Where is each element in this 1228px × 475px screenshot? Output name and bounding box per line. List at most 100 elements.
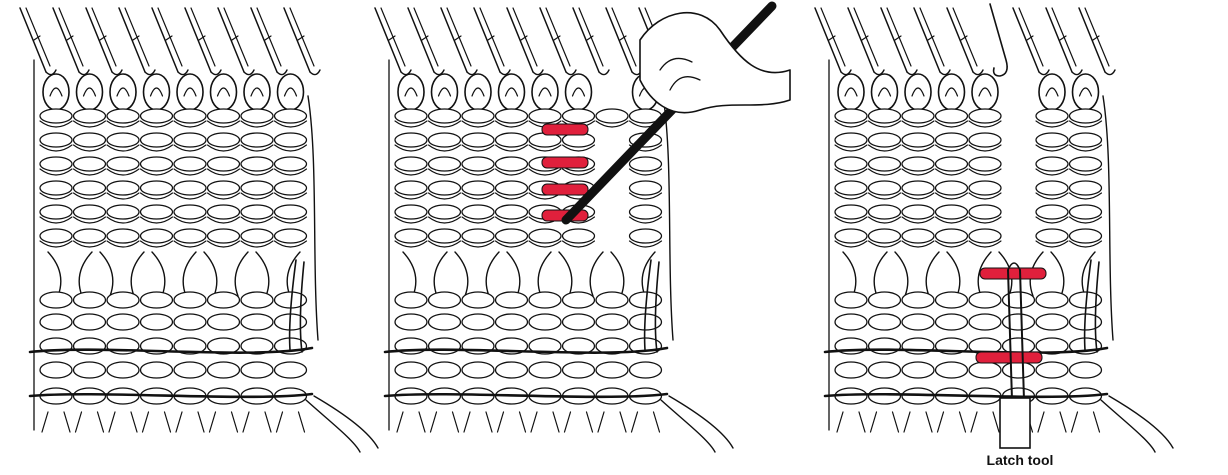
stitch	[496, 292, 528, 308]
stitch	[107, 292, 139, 308]
needle-bed	[20, 8, 320, 75]
stitch	[141, 109, 173, 123]
stitch	[1036, 109, 1068, 123]
stitch	[74, 292, 106, 308]
stitch	[241, 292, 273, 308]
stitch	[902, 133, 934, 147]
needle	[441, 8, 467, 72]
stitch	[74, 338, 106, 354]
stitch	[208, 314, 240, 330]
fringe	[1038, 412, 1044, 432]
needle	[848, 8, 874, 72]
carriage-yarn	[655, 262, 659, 352]
tuck-area	[403, 252, 655, 296]
stitch	[496, 229, 528, 243]
needle-bed	[815, 4, 1115, 76]
tuck-strand	[874, 252, 887, 296]
needle	[606, 8, 632, 72]
loop	[110, 74, 136, 110]
stitch	[1070, 229, 1102, 243]
selvedge	[1103, 96, 1113, 340]
needle	[53, 8, 79, 72]
stitch	[395, 109, 427, 123]
tuck-strand	[507, 252, 520, 296]
stitch	[869, 292, 901, 308]
fringe	[243, 412, 249, 432]
stitch	[275, 157, 307, 171]
stitch	[241, 181, 273, 195]
stitch	[74, 229, 106, 243]
stitch	[869, 229, 901, 243]
stitch	[902, 181, 934, 195]
loop	[432, 74, 458, 110]
stitch	[630, 181, 662, 195]
loop	[972, 74, 998, 110]
loop	[838, 74, 864, 110]
needle	[507, 8, 533, 72]
stitch	[969, 292, 1001, 308]
stitch	[1036, 314, 1068, 330]
loop	[211, 74, 237, 110]
stitch	[74, 109, 106, 123]
stitch	[835, 362, 867, 378]
stitch	[107, 229, 139, 243]
stitch	[1070, 157, 1102, 171]
stitch	[835, 157, 867, 171]
stitch	[1036, 205, 1068, 219]
stitch	[496, 314, 528, 330]
tuck-area	[48, 252, 300, 296]
tuck-strand	[895, 252, 908, 296]
stitch	[1070, 205, 1102, 219]
stitch	[174, 362, 206, 378]
stitch	[40, 314, 72, 330]
stitch	[529, 292, 561, 308]
needle-hook	[277, 70, 287, 75]
stitch	[1036, 229, 1068, 243]
loop	[1039, 74, 1065, 110]
tuck-strand	[486, 252, 499, 296]
stitch	[141, 229, 173, 243]
loop	[465, 74, 491, 110]
stitch	[395, 157, 427, 171]
yarn-tail	[669, 396, 733, 448]
stitch	[208, 292, 240, 308]
stitch	[429, 292, 461, 308]
stitch	[902, 205, 934, 219]
fringe	[620, 412, 626, 432]
stitch	[529, 314, 561, 330]
stitch	[429, 314, 461, 330]
stitch	[969, 205, 1001, 219]
stitch	[74, 314, 106, 330]
stitch	[496, 133, 528, 147]
tuck-strand	[559, 252, 572, 296]
stitch	[869, 133, 901, 147]
stitch	[429, 133, 461, 147]
stitch	[596, 314, 628, 330]
stitch	[529, 229, 561, 243]
stitch	[596, 362, 628, 378]
stitch	[1070, 362, 1102, 378]
stitch	[869, 314, 901, 330]
fringe	[632, 412, 638, 432]
stitch	[174, 292, 206, 308]
stitch	[869, 338, 901, 354]
stitch	[563, 229, 595, 243]
stitch	[174, 205, 206, 219]
stitch	[496, 181, 528, 195]
stitch	[969, 229, 1001, 243]
fringe	[143, 412, 149, 432]
stitch	[596, 292, 628, 308]
stitch	[40, 181, 72, 195]
stitch	[395, 205, 427, 219]
needle-hook	[1072, 70, 1082, 75]
tuck-strand	[100, 252, 113, 296]
tuck-strand	[131, 252, 144, 296]
needle	[251, 8, 277, 72]
stitch	[395, 133, 427, 147]
stitch	[936, 109, 968, 123]
highlighted-strand	[980, 268, 1046, 279]
stitch	[395, 229, 427, 243]
stitch	[107, 314, 139, 330]
loop	[499, 74, 525, 110]
stitch	[40, 362, 72, 378]
